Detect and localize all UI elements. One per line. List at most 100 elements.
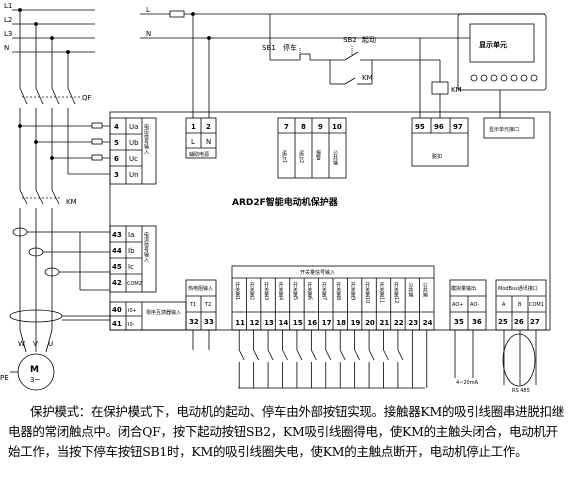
switch-contact	[339, 349, 346, 361]
switch-terminal-12: 12	[250, 319, 260, 327]
term-25: 25	[498, 318, 508, 326]
term-2: 2	[206, 123, 211, 131]
t1-label: T1	[189, 302, 196, 308]
sb2-label: SB2	[343, 36, 357, 44]
device-body	[109, 111, 551, 331]
relay-output-block	[277, 117, 347, 179]
device-name: ARD2F智能电动机保护器	[232, 196, 339, 208]
common-label: 公共端	[332, 150, 338, 166]
term-4: 4	[114, 123, 119, 131]
control-supply	[140, 10, 545, 118]
motor-phase-w: W	[18, 340, 25, 348]
switch-terminal-17: 17	[322, 319, 332, 327]
switch-input-label: 开关量信号输入	[300, 269, 335, 276]
trip-relay-block	[411, 117, 469, 167]
control-circuit	[269, 14, 449, 118]
description-paragraph: 保护模式：在保护模式下，电动机的起动、停车由外部按钮实现。接触器KM的吸引线圈串…	[8, 404, 564, 459]
km-label: KM	[66, 198, 77, 206]
switch-contact	[397, 349, 404, 361]
term-i0n: I0-	[128, 322, 135, 328]
phase-l2: L2	[4, 16, 12, 24]
term-32: 32	[189, 318, 199, 326]
zero-seq-label: 零序互感器输入	[146, 309, 181, 316]
switch-terminal-22: 22	[394, 319, 404, 327]
voltage-input-label: 电压信号输入	[143, 123, 149, 154]
alarm-label: 报警	[315, 149, 321, 161]
switch-name-1: 开关量1	[234, 282, 240, 300]
switch-name-13: 公共端	[407, 282, 413, 298]
rs485-label: RS 485	[512, 388, 530, 394]
switch-input-marks: 11开关量112开关量213开关量314开关量415开关量516开关量617开关…	[234, 278, 433, 388]
motor-symbol: M	[30, 365, 39, 375]
switch-terminal-24: 24	[423, 319, 433, 327]
switch-name-4: 开关量4	[278, 282, 284, 300]
ao-plus-label: AO+	[452, 302, 463, 308]
switch-name-5: 开关量5	[292, 282, 298, 300]
switch-contact	[238, 349, 245, 361]
supply-lines	[12, 8, 95, 88]
switch-name-7: 开关量7	[321, 282, 327, 300]
motor-phase-type: 3~	[30, 376, 40, 384]
modbus-label: ModBus通讯接口	[498, 285, 538, 292]
stop-label: 停车	[283, 43, 297, 52]
display-title: 显示单元	[479, 40, 507, 49]
term-41: 41	[112, 320, 122, 328]
term-6: 6	[114, 155, 119, 163]
term-ic: Ic	[128, 263, 134, 271]
start-label: 起动	[362, 35, 376, 44]
term-l: L	[191, 138, 195, 146]
term-95: 95	[415, 123, 425, 131]
analog-output-label: 模拟量输出	[451, 285, 476, 292]
analog-range: 4~20mA	[456, 380, 479, 386]
term-40: 40	[112, 306, 122, 314]
display-unit	[457, 13, 547, 139]
switch-name-12: 开关量12	[393, 282, 399, 303]
phase-l3: L3	[4, 30, 12, 38]
display-port-label: 显示单元接口	[489, 126, 519, 133]
term-1: 1	[191, 123, 196, 131]
t2-label: T2	[204, 302, 211, 308]
run2-label: 运行2	[298, 149, 304, 163]
switch-contact	[354, 349, 361, 361]
term-45: 45	[112, 263, 122, 271]
term-8: 8	[301, 123, 306, 131]
switch-terminal-14: 14	[279, 319, 289, 327]
term-ua: Ua	[129, 123, 138, 131]
switch-contact	[310, 349, 317, 361]
motor-phase-v: V	[33, 340, 38, 348]
term-10: 10	[332, 123, 342, 131]
current-input-label: 电流信号输入	[143, 231, 149, 262]
run1-label: 运行1	[281, 149, 287, 163]
breaker-qf	[19, 87, 80, 190]
km-coil-label: KM	[451, 86, 462, 94]
term-44: 44	[112, 247, 122, 255]
main-contactor-km	[19, 189, 62, 330]
motor	[10, 329, 55, 391]
switch-contact	[325, 349, 332, 361]
motor-phase-u: U	[48, 340, 53, 348]
switch-contact	[267, 349, 274, 361]
term-26: 26	[514, 318, 524, 326]
switch-contact	[368, 349, 375, 361]
switch-contact	[383, 349, 389, 361]
term-ub: Ub	[129, 139, 139, 147]
phase-l1: L1	[4, 2, 12, 10]
term-3: 3	[114, 171, 119, 179]
switch-name-3: 开关量3	[263, 282, 269, 300]
supply-n: N	[146, 30, 151, 38]
thermistor-block	[185, 279, 217, 331]
modbus-b: B	[518, 302, 522, 308]
voltage-terminal-block	[109, 117, 157, 185]
term-i0p: I0+	[128, 308, 137, 314]
term-35: 35	[454, 318, 464, 326]
switch-terminal-13: 13	[264, 319, 274, 327]
switch-terminal-11: 11	[235, 319, 245, 327]
term-42: 42	[112, 279, 122, 287]
term-96: 96	[434, 123, 444, 131]
term-33: 33	[204, 318, 214, 326]
term-uc: Uc	[129, 155, 138, 163]
voltage-taps	[18, 120, 110, 175]
switch-name-10: 开关量10	[364, 282, 370, 303]
sb1-label: SB1	[262, 44, 276, 52]
switch-contact	[253, 349, 260, 361]
